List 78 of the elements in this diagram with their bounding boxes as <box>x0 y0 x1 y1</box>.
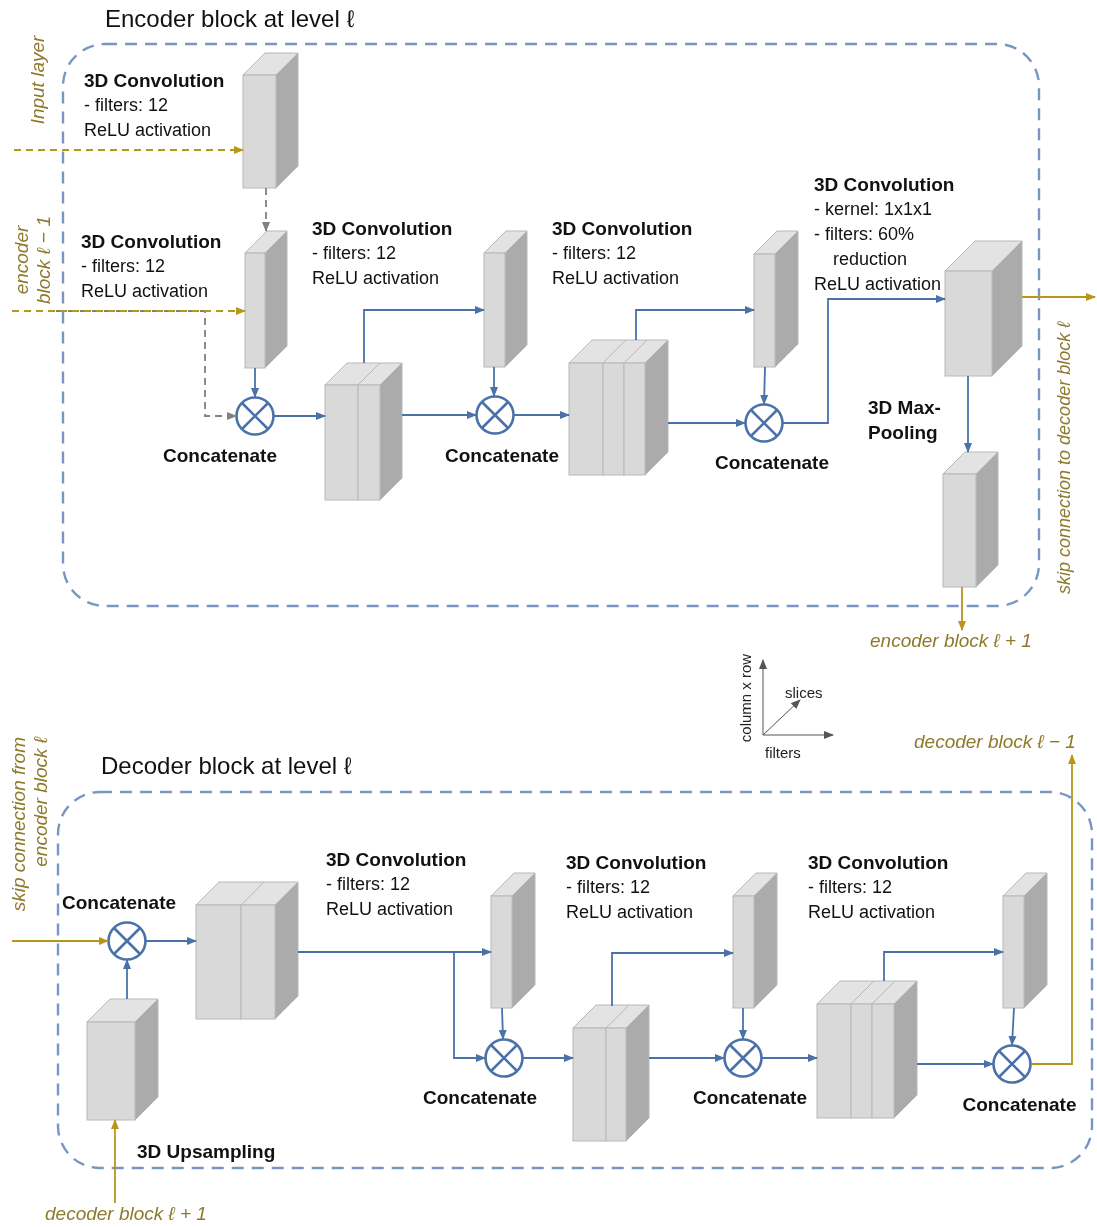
arrow <box>251 367 259 398</box>
layer-detail: ReLU activation <box>552 267 680 290</box>
layer-title: Concatenate <box>693 1086 807 1110</box>
arrow <box>513 411 570 419</box>
layer-title: Concatenate <box>163 444 277 468</box>
group-heading: Encoder block at level ℓ <box>105 5 355 33</box>
arrow <box>761 1054 818 1062</box>
arrow <box>958 586 966 631</box>
arrow <box>490 366 498 397</box>
arrow <box>916 1060 994 1068</box>
flow-label: skip connection from encoder block ℓ <box>8 737 52 914</box>
arrow <box>648 1054 725 1062</box>
layer-detail: ReLU activation <box>566 901 694 924</box>
layer-detail: - filters: 60% reduction <box>814 223 916 271</box>
axis-label: filters <box>765 744 801 761</box>
arrow <box>1030 754 1076 1065</box>
arrow <box>11 937 109 945</box>
arrow <box>667 419 746 427</box>
layer-title: 3D Convolution <box>808 851 949 875</box>
arrow <box>111 1119 119 1204</box>
flow-label: encoder block ℓ − 1 <box>11 215 55 306</box>
arrow <box>782 295 946 424</box>
dashed-arrow <box>11 307 246 315</box>
layer-detail: ReLU activation <box>81 280 209 303</box>
dashed-arrow <box>55 310 237 420</box>
layer-detail: ReLU activation <box>814 273 942 296</box>
layer-title: 3D Upsampling <box>137 1140 276 1164</box>
flow-label: decoder block ℓ + 1 <box>45 1203 207 1225</box>
layer-detail: - kernel: 1x1x1 <box>814 198 933 221</box>
layer-title: Concatenate <box>715 451 829 475</box>
arrow <box>1021 293 1096 301</box>
layer-title: 3D Convolution <box>84 69 225 93</box>
arrow <box>635 306 755 341</box>
layer-detail: ReLU activation <box>808 901 936 924</box>
layer-detail: ReLU activation <box>312 267 440 290</box>
layer-title: Concatenate <box>962 1093 1077 1117</box>
layer-detail: - filters: 12 <box>808 876 893 899</box>
layer-detail: - filters: 12 <box>326 873 411 896</box>
layer-detail: ReLU activation <box>84 119 212 142</box>
arrow <box>760 366 769 405</box>
arrow <box>964 375 972 453</box>
arrow <box>611 949 734 1007</box>
layer-title: 3D Convolution <box>566 851 707 875</box>
flow-label: encoder block ℓ + 1 <box>870 630 1032 652</box>
arrow <box>363 306 485 364</box>
layer-title: 3D Convolution <box>814 173 955 197</box>
layer-title: 3D Convolution <box>81 230 222 254</box>
layer-title: 3D Max-Pooling <box>868 396 942 445</box>
layer-title: Concatenate <box>423 1086 537 1110</box>
layer-detail: - filters: 12 <box>81 255 166 278</box>
arrow <box>1008 1007 1017 1046</box>
dashed-arrow <box>262 187 270 232</box>
layer-title: 3D Convolution <box>326 848 467 872</box>
layer-detail: - filters: 12 <box>84 94 169 117</box>
layer-detail: - filters: 12 <box>566 876 651 899</box>
layer-title: 3D Convolution <box>312 217 453 241</box>
arrow <box>522 1054 574 1062</box>
flow-label: decoder block ℓ − 1 <box>914 731 1076 753</box>
arrow <box>739 1007 747 1040</box>
layer-detail: ReLU activation <box>326 898 454 921</box>
layer-detail: - filters: 12 <box>552 242 637 265</box>
arrow <box>883 948 1004 982</box>
arrow <box>401 411 477 419</box>
arrow <box>273 412 326 420</box>
layer-title: Concatenate <box>62 891 177 915</box>
arrow <box>297 951 486 1062</box>
skip-connection-label: skip connection to decoder block ℓ <box>1053 322 1075 594</box>
flow-label: Input layer <box>27 35 49 125</box>
layer-detail: - filters: 12 <box>312 242 397 265</box>
layer-title: Concatenate <box>445 444 559 468</box>
dashed-arrow <box>13 146 244 154</box>
group-heading: Decoder block at level ℓ <box>101 752 352 780</box>
arrow <box>145 937 197 945</box>
layer-title: 3D Convolution <box>552 217 693 241</box>
arrow <box>498 1007 507 1040</box>
arrow <box>123 959 131 1000</box>
axis-label: column x row <box>736 653 754 743</box>
axis-label: slices <box>785 684 823 701</box>
